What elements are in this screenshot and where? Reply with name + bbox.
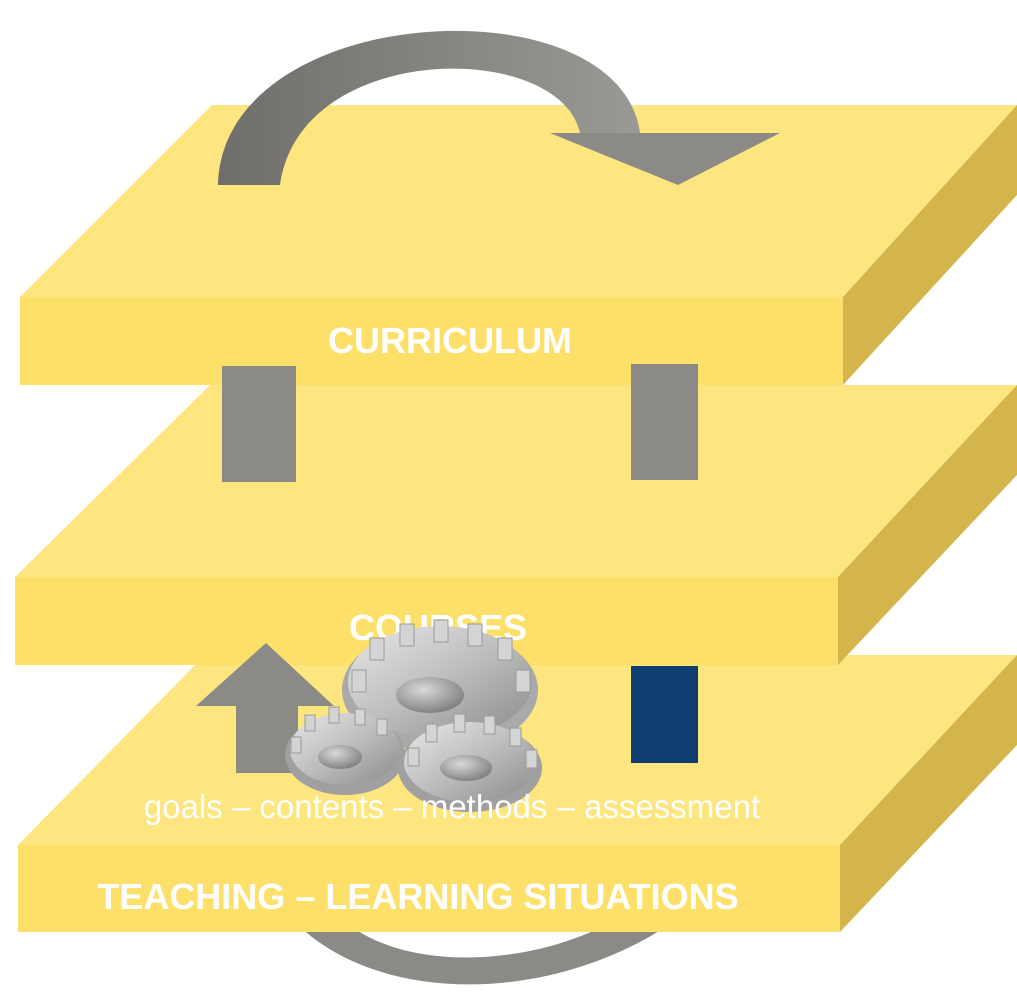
middle-slab-side [838, 385, 1017, 665]
top-slab-front [20, 297, 843, 385]
up-arrow-icon [196, 643, 334, 773]
gears-icon [285, 619, 542, 812]
top-slab-side [843, 105, 1017, 385]
top-slab-top [20, 105, 1017, 297]
subtitle-goals-contents: goals – contents – methods – assessment [144, 788, 760, 825]
bottom-cycle-arrow-icon [280, 905, 690, 985]
top-cycle-arrow-icon [218, 30, 780, 185]
layer-label-teaching: TEACHING – LEARNING SITUATIONS [97, 876, 738, 917]
connector-left [222, 366, 296, 482]
layer-label-curriculum: CURRICULUM [328, 320, 572, 361]
connector-right [631, 364, 698, 480]
connector-blue [631, 666, 698, 763]
bottom-slab-side [840, 655, 1017, 932]
bottom-slab-front [18, 845, 840, 932]
